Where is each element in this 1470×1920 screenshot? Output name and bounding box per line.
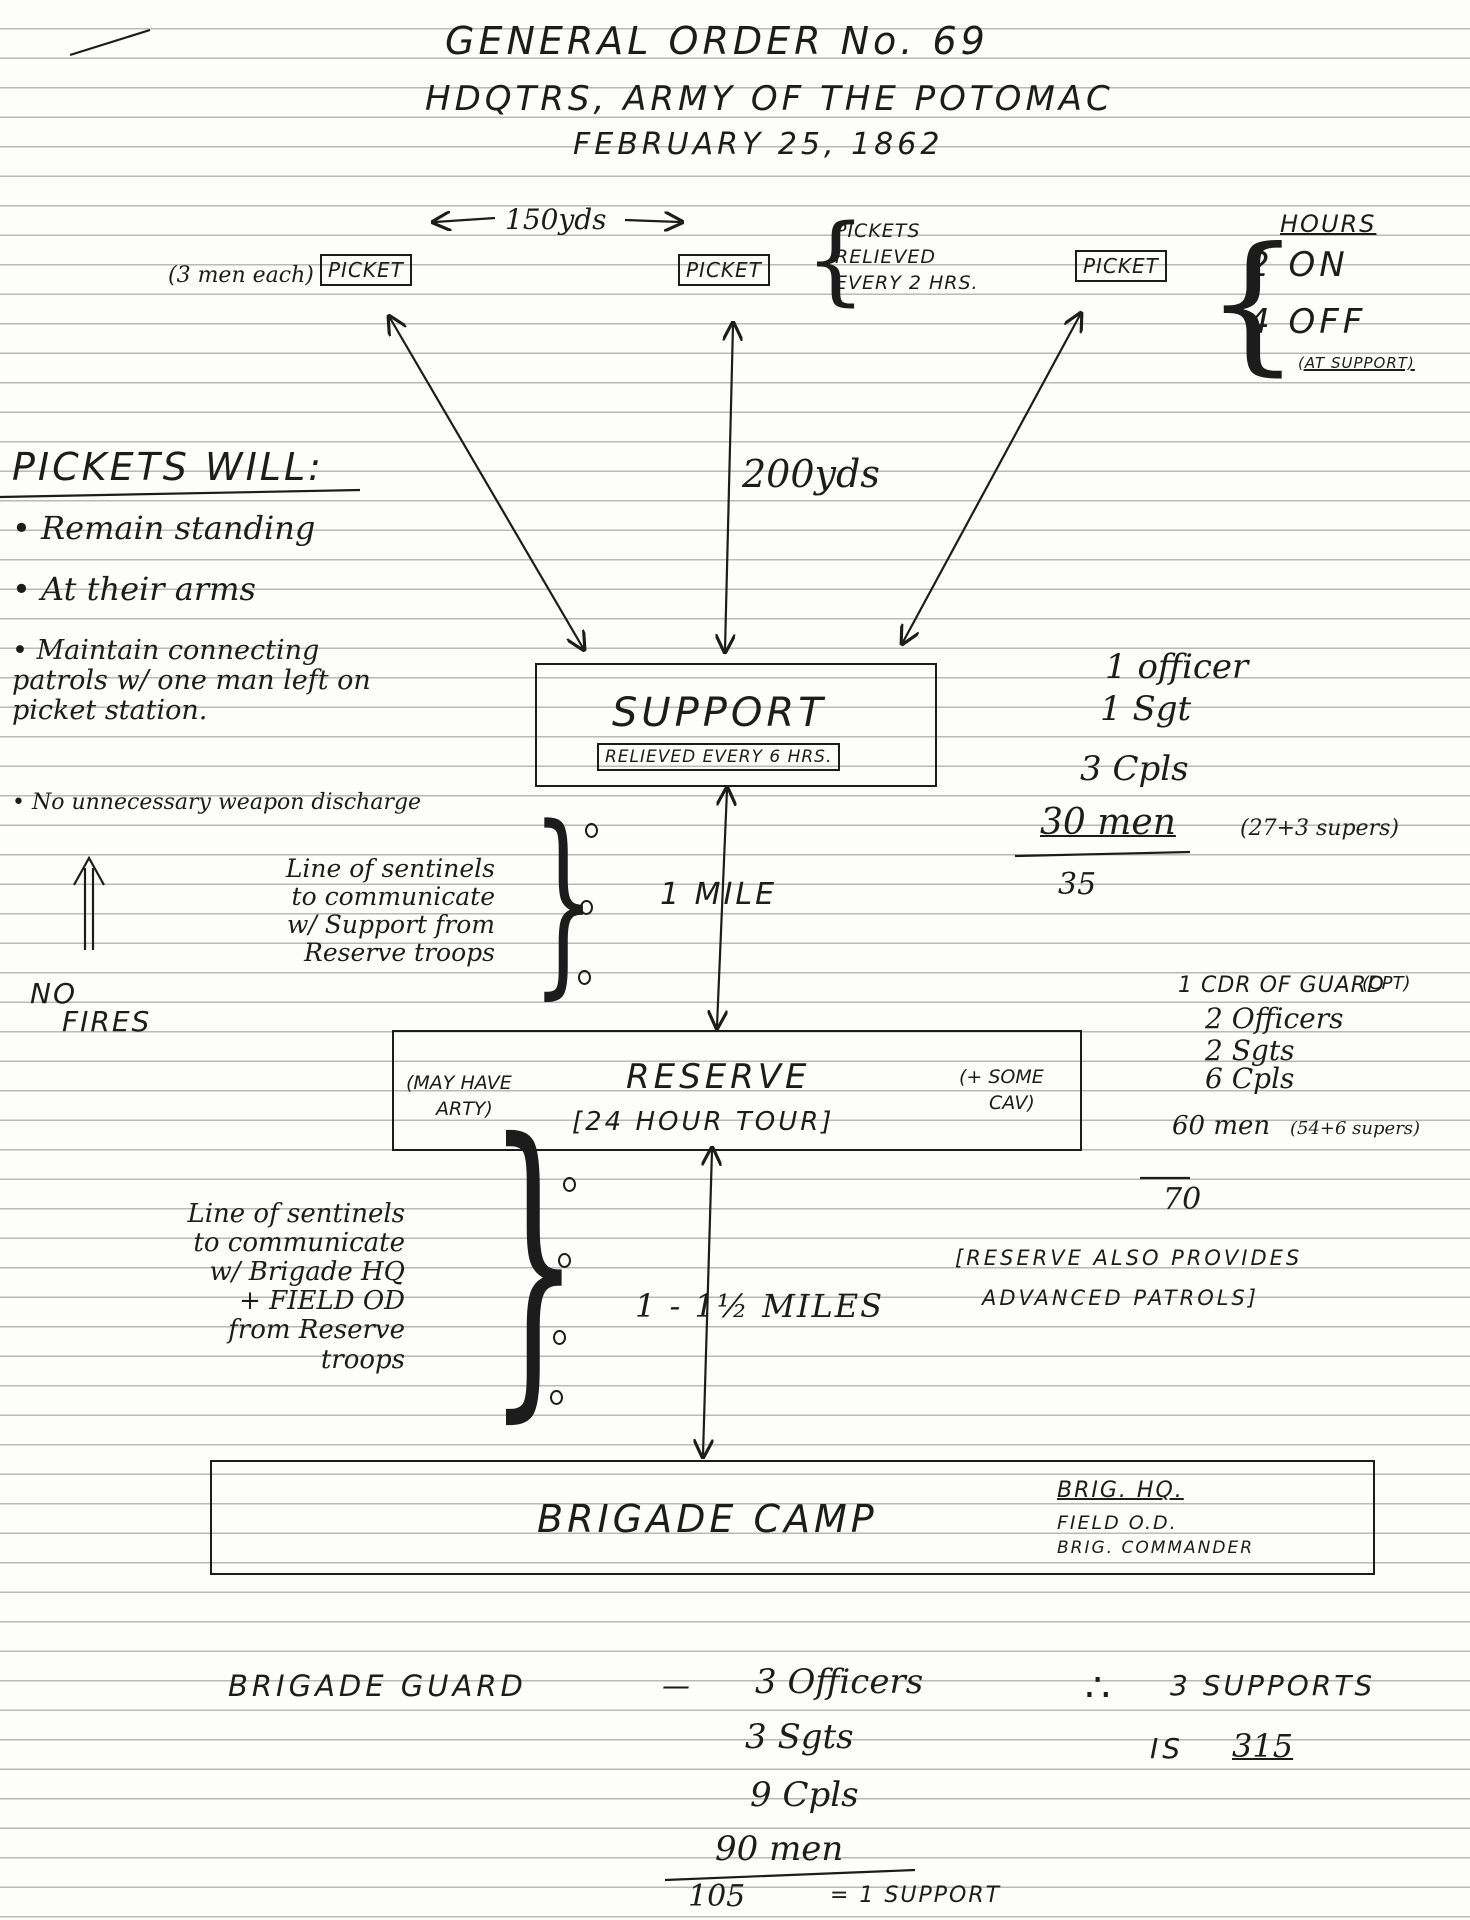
reserve-label: RESERVE bbox=[626, 1057, 811, 1097]
arrow-center-picket-support bbox=[725, 325, 733, 650]
guard-equals-support: = 1 SUPPORT bbox=[830, 1883, 1002, 1908]
support-comp-1: 1 officer bbox=[1105, 647, 1249, 687]
reserve-comp-1: 1 CDR OF GUARD bbox=[1178, 973, 1385, 998]
arrow-right-picket-support bbox=[903, 315, 1080, 642]
support-box: SUPPORT RELIEVED EVERY 6 HRS. bbox=[535, 663, 937, 787]
pickets-will-item-2: • At their arms bbox=[12, 570, 256, 608]
brigade-hq-item-1: FIELD O.D. bbox=[1057, 1512, 1178, 1534]
reserve-note-2: ADVANCED PATROLS] bbox=[982, 1286, 1259, 1310]
picket-size-note: (3 men each) bbox=[168, 263, 314, 288]
picket-right: PICKET bbox=[1075, 250, 1167, 282]
picket-left: PICKET bbox=[320, 254, 412, 286]
guard-result-3: 315 bbox=[1232, 1727, 1294, 1765]
guard-result-2: IS bbox=[1150, 1732, 1185, 1765]
pickets-will-item-3: • Maintain connecting patrols w/ one man… bbox=[12, 635, 371, 727]
picket-note-3: EVERY 2 HRS. bbox=[835, 272, 979, 294]
reserve-comp-6: (54+6 supers) bbox=[1290, 1118, 1421, 1139]
no-fires-arrow-head bbox=[73, 855, 105, 886]
brigade-hq-item-2: BRIG. COMMANDER bbox=[1057, 1538, 1255, 1558]
spacing-arrow-left bbox=[435, 218, 496, 222]
support-relief: RELIEVED EVERY 6 HRS. bbox=[597, 743, 841, 771]
reserve-total: 70 bbox=[1163, 1182, 1202, 1217]
reserve-comp-4: 6 Cpls bbox=[1205, 1062, 1295, 1095]
spacing-arrow-right bbox=[624, 220, 680, 222]
reserve-sentinel-2 bbox=[558, 1253, 571, 1268]
arrow-support-reserve bbox=[717, 790, 727, 1026]
support-comp-3: 3 Cpls bbox=[1080, 749, 1189, 789]
reserve-box: RESERVE [24 HOUR TOUR] (MAY HAVE ARTY) (… bbox=[392, 1030, 1082, 1151]
support-sentinel-2 bbox=[580, 900, 593, 915]
support-total-rule bbox=[1014, 850, 1191, 858]
reserve-sentinel-4 bbox=[550, 1390, 563, 1405]
reserve-note-1: [RESERVE ALSO PROVIDES bbox=[955, 1246, 1303, 1270]
title-line-1: GENERAL ORDER No. 69 bbox=[445, 19, 989, 63]
guard-comp-3: 9 Cpls bbox=[750, 1775, 859, 1815]
arrow-left-picket-support bbox=[390, 318, 583, 648]
support-total: 35 bbox=[1058, 867, 1097, 902]
guard-comp-2: 3 Sgts bbox=[745, 1717, 854, 1757]
picket-spacing: 150yds bbox=[505, 203, 607, 236]
support-sentinel-3 bbox=[578, 970, 591, 985]
guard-total-rule bbox=[664, 1868, 916, 1882]
guard-comp-1: 3 Officers bbox=[755, 1662, 924, 1702]
reserve-right-note-1: (+ SOME bbox=[959, 1066, 1044, 1088]
title-line-3: FEBRUARY 25, 1862 bbox=[573, 127, 944, 162]
support-comp-2: 1 Sgt bbox=[1100, 689, 1192, 729]
guard-comp-4: 90 men bbox=[715, 1829, 844, 1869]
reserve-sentinel-note: Line of sentinels to communicate w/ Brig… bbox=[187, 1199, 405, 1375]
reserve-left-note-1: (MAY HAVE bbox=[406, 1072, 512, 1094]
support-reserve-distance: 1 MILE bbox=[660, 877, 778, 912]
support-label: SUPPORT bbox=[612, 690, 827, 736]
brigade-camp-label: BRIGADE CAMP bbox=[537, 1497, 878, 1541]
reserve-comp-title: (CPT) bbox=[1362, 973, 1411, 994]
hours-title: HOURS bbox=[1280, 210, 1377, 238]
reserve-tour: [24 HOUR TOUR] bbox=[572, 1107, 835, 1137]
guard-result-1: 3 SUPPORTS bbox=[1170, 1669, 1376, 1702]
guard-dash: — bbox=[662, 1669, 690, 1702]
picket-note-1: PICKETS bbox=[835, 220, 921, 242]
no-fires-1: NO bbox=[30, 977, 77, 1010]
no-fires-2: FIRES bbox=[62, 1005, 152, 1038]
support-sentinel-brace: { bbox=[531, 802, 596, 1035]
reserve-left-note-2: ARTY) bbox=[436, 1098, 493, 1120]
support-sentinel-note: Line of sentinels to communicate w/ Supp… bbox=[285, 854, 495, 967]
pickets-will-underline bbox=[0, 488, 361, 499]
brigade-hq-title: BRIG. HQ. bbox=[1057, 1478, 1184, 1503]
picket-note-2: RELIEVED bbox=[835, 246, 937, 268]
support-sentinel-1 bbox=[585, 823, 598, 838]
support-comp-5: (27+3 supers) bbox=[1240, 816, 1399, 841]
pickets-will-item-1: • Remain standing bbox=[12, 509, 316, 547]
pickets-will-heading: PICKETS WILL: bbox=[12, 445, 324, 489]
reserve-comp-5: 60 men bbox=[1172, 1111, 1271, 1141]
hours-off: 4 OFF bbox=[1248, 302, 1367, 342]
reserve-right-note-2: CAV) bbox=[989, 1092, 1035, 1114]
guard-label: BRIGADE GUARD bbox=[228, 1669, 527, 1703]
support-comp-4: 30 men bbox=[1040, 802, 1176, 843]
reserve-comp-2: 2 Officers bbox=[1205, 1002, 1344, 1035]
reserve-sentinel-1 bbox=[563, 1177, 576, 1192]
reserve-sentinel-3 bbox=[553, 1330, 566, 1345]
arrow-reserve-brigade bbox=[703, 1150, 712, 1455]
hours-brace: { bbox=[1205, 216, 1301, 390]
stray-pen-mark bbox=[69, 28, 151, 57]
title-line-2: HDQTRS, ARMY OF THE POTOMAC bbox=[425, 79, 1114, 119]
guard-total: 105 bbox=[688, 1879, 746, 1914]
brigade-camp-box: BRIGADE CAMP BRIG. HQ. FIELD O.D. BRIG. … bbox=[210, 1460, 1375, 1575]
hours-on: 2 ON bbox=[1248, 245, 1349, 285]
pickets-will-item-4: • No unnecessary weapon discharge bbox=[12, 790, 422, 815]
picket-center: PICKET bbox=[678, 254, 770, 286]
therefore-symbol: ∴ bbox=[1085, 1665, 1111, 1711]
reserve-comp-3: 2 Sgts bbox=[1205, 1034, 1295, 1067]
reserve-brigade-distance: 1 - 1½ MILES bbox=[635, 1287, 884, 1325]
picket-support-distance: 200yds bbox=[742, 452, 880, 496]
hours-off-note: (AT SUPPORT) bbox=[1298, 354, 1415, 372]
picket-note-brace: { bbox=[805, 204, 867, 316]
